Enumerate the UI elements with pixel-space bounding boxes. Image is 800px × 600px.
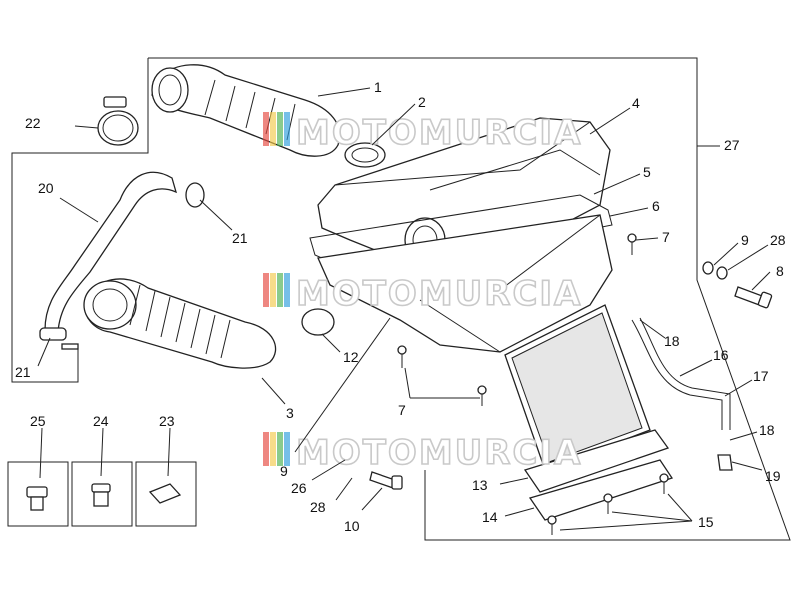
watermark-3: MOTOMURCIA: [263, 432, 582, 474]
gasket: [309, 194, 613, 276]
label-2: 2: [418, 94, 426, 110]
svg-text:MOTOMURCIA: MOTOMURCIA: [296, 274, 582, 314]
bolt-8: [734, 286, 773, 309]
label-4: 4: [632, 95, 640, 111]
label-19: 19: [765, 468, 781, 484]
clamp-21-lower: [39, 327, 79, 350]
drain-tube-16: [631, 319, 723, 430]
screws-7: [397, 233, 637, 406]
washer-9: [702, 261, 714, 275]
washer-28: [716, 266, 728, 280]
label-21b: 21: [15, 364, 31, 380]
label-28a: 28: [770, 232, 786, 248]
watermark-2: MOTOMURCIA: [263, 273, 582, 315]
label-26: 26: [291, 480, 307, 496]
label-15: 15: [698, 514, 714, 530]
intake-duct-upper: [151, 64, 386, 168]
label-24: 24: [93, 413, 109, 429]
callout-labels: 1 2 3 4 5 6 7 7 8 9 9 10 12 13 14 15 16 …: [15, 79, 786, 534]
bellows-duct-3: [83, 278, 335, 369]
label-5: 5: [643, 164, 651, 180]
inset-box-25: [7, 461, 69, 527]
clamp-21-upper: [185, 182, 205, 208]
label-22: 22: [25, 115, 41, 131]
label-25: 25: [30, 413, 46, 429]
assembly-outline-left: [11, 58, 149, 383]
label-7b: 7: [398, 402, 406, 418]
air-box-body: [317, 214, 613, 353]
air-filter-element: [504, 304, 651, 471]
label-9a: 9: [741, 232, 749, 248]
label-10: 10: [344, 518, 360, 534]
label-6: 6: [652, 198, 660, 214]
label-23: 23: [159, 413, 175, 429]
label-18b: 18: [759, 422, 775, 438]
label-17: 17: [753, 368, 769, 384]
label-7a: 7: [662, 229, 670, 245]
filter-frame-14: [528, 459, 674, 521]
label-16: 16: [713, 347, 729, 363]
filter-frame-13: [523, 429, 670, 493]
inset-box-23: [135, 461, 197, 527]
bolt-10: [369, 471, 403, 490]
screws-15: [547, 473, 669, 535]
assembly-outline-main: [148, 57, 791, 541]
label-1: 1: [374, 79, 382, 95]
label-20: 20: [38, 180, 54, 196]
label-18a: 18: [664, 333, 680, 349]
label-28b: 28: [310, 499, 326, 515]
label-3: 3: [286, 405, 294, 421]
hose-clamp-22: [97, 96, 139, 146]
label-13: 13: [472, 477, 488, 493]
label-12: 12: [343, 349, 359, 365]
label-27: 27: [724, 137, 740, 153]
drain-tube-16-outer: [639, 317, 731, 430]
label-21a: 21: [232, 230, 248, 246]
label-8: 8: [776, 263, 784, 279]
drain-cap-19: [717, 454, 733, 471]
svg-text:MOTOMURCIA: MOTOMURCIA: [296, 433, 582, 473]
label-14: 14: [482, 509, 498, 525]
svg-text:MOTOMURCIA: MOTOMURCIA: [296, 113, 582, 153]
leader-lines: [37, 87, 771, 531]
watermark-1: MOTOMURCIA: [263, 112, 582, 154]
label-9b: 9: [280, 463, 288, 479]
inset-box-24: [71, 461, 133, 527]
